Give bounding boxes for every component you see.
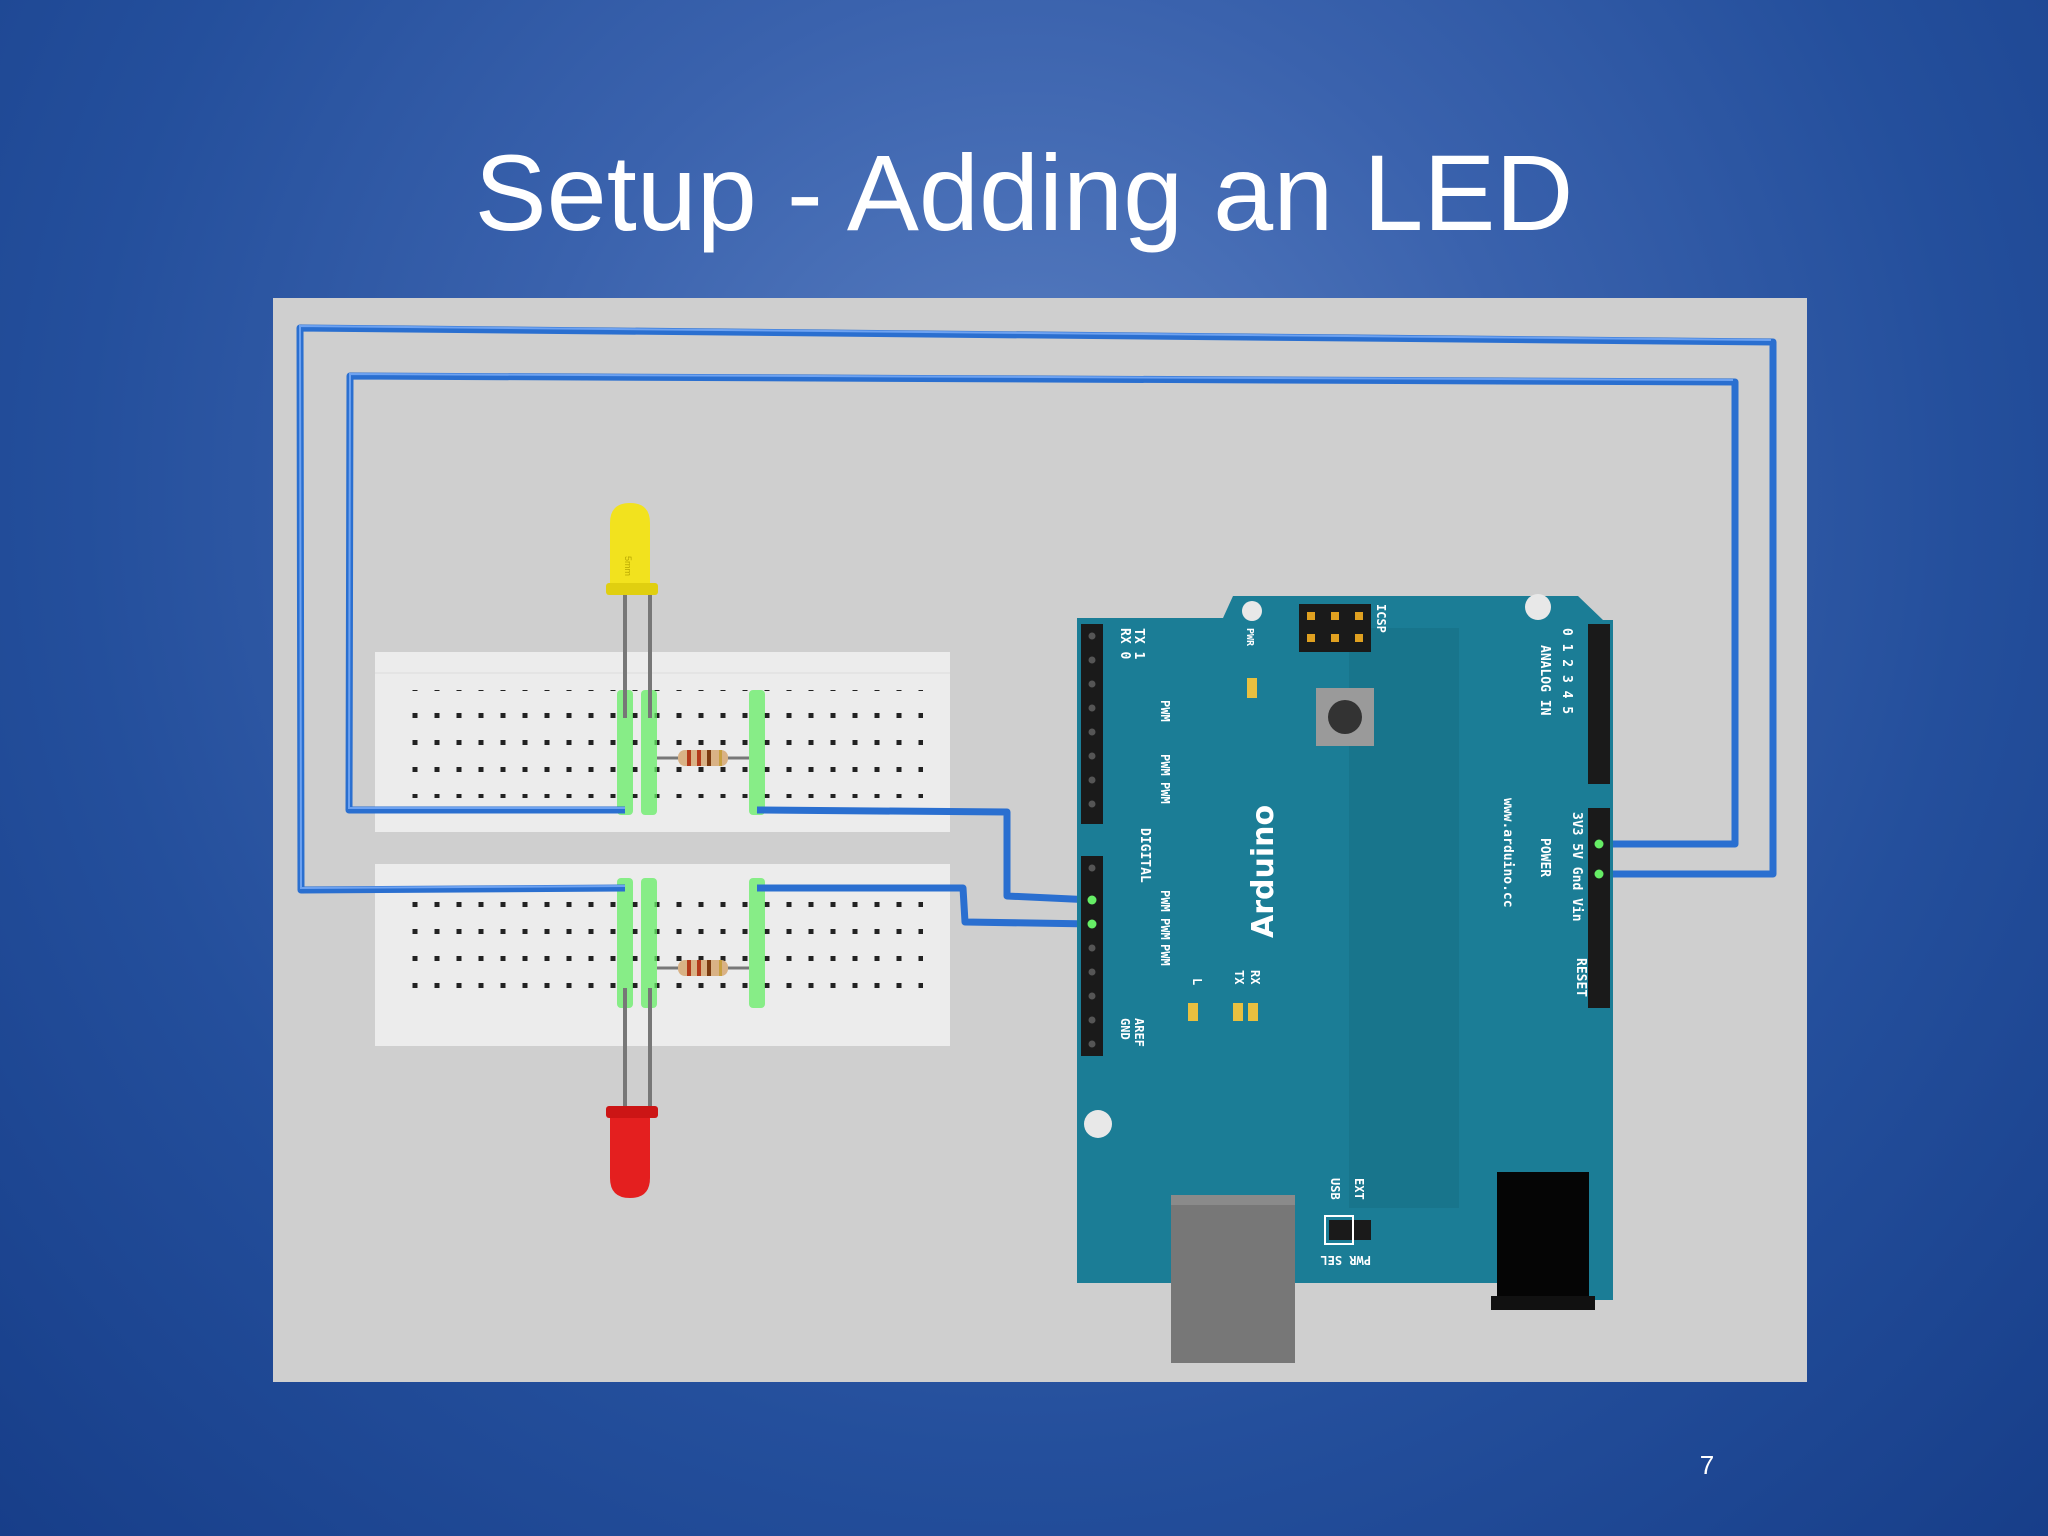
pwm-label-5: PWM <box>1158 918 1172 940</box>
circuit-diagram: 5mm <box>273 298 1807 1382</box>
resistor-bottom <box>657 960 749 976</box>
board-name: Arduino <box>1246 805 1281 938</box>
wire-outer <box>296 324 1777 894</box>
circuit-svg: 5mm <box>296 324 1777 1363</box>
icsp-label: ICSP <box>1374 604 1388 633</box>
pwm-label-6: PWM <box>1158 944 1172 966</box>
aref-label: AREF <box>1132 1018 1146 1047</box>
analog-in-label: ANALOG IN <box>1537 645 1552 716</box>
led-l-label: L <box>1190 978 1204 985</box>
rx0-label: RX 0 <box>1117 628 1132 659</box>
tx-led-label: TX <box>1232 970 1246 985</box>
pwm-label-3: PWM <box>1158 782 1172 804</box>
led-red <box>606 988 658 1198</box>
breadboard-top <box>375 652 950 832</box>
pwm-label-4: PWM <box>1158 890 1172 912</box>
reset-label: RESET <box>1573 958 1588 997</box>
slide-title: Setup - Adding an LED <box>474 132 1574 253</box>
resistor-top <box>657 750 749 766</box>
pwr-sel-label: PWR SEL <box>1320 1253 1371 1267</box>
pwm-label-1: PWM <box>1158 700 1172 722</box>
power-label: POWER <box>1537 838 1552 877</box>
wires <box>296 324 1777 928</box>
analog-pins-label: 0 1 2 3 4 5 <box>1559 628 1574 714</box>
svg-text:5mm: 5mm <box>623 556 633 576</box>
page-number: 7 <box>1699 1450 1715 1480</box>
wire-pin-upper <box>756 806 1094 904</box>
gnd-label: GND <box>1118 1018 1132 1040</box>
pwr-led-label: PWR <box>1244 628 1255 647</box>
led-yellow: 5mm <box>606 503 658 718</box>
rx-led-label: RX <box>1248 970 1262 985</box>
highlight-columns <box>617 690 765 1008</box>
wire-highlight <box>298 324 1772 890</box>
usb-label: USB <box>1328 1178 1342 1200</box>
breadboard-bottom <box>375 864 950 1046</box>
wire-inner <box>345 372 1739 848</box>
board-website: www.arduino.cc <box>1500 798 1515 908</box>
arduino-board: Arduino www.arduino.cc ANALOG IN 0 1 2 3… <box>1077 594 1613 1363</box>
wire-pin-lower <box>757 884 1094 928</box>
pwm-label-2: PWM <box>1158 754 1172 776</box>
power-pins-label: 3V3 5V Gnd Vin <box>1569 812 1584 922</box>
digital-label: DIGITAL <box>1137 828 1152 883</box>
tx1-label: TX 1 <box>1131 628 1146 659</box>
ext-label: EXT <box>1352 1178 1366 1200</box>
